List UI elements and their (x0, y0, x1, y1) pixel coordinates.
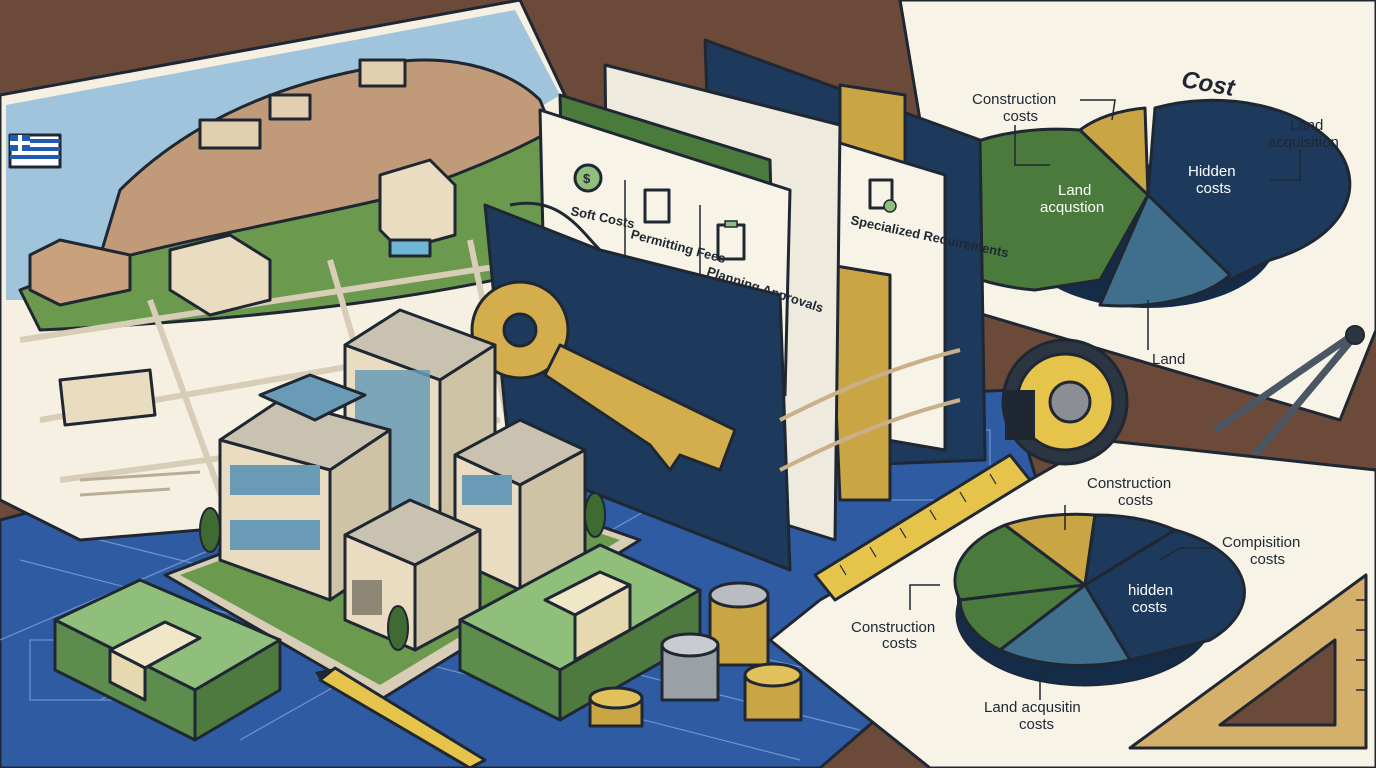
label-b-hidden-1: hidden (1128, 582, 1173, 599)
map-building-temple (28, 238, 157, 427)
svg-text:$: $ (583, 171, 591, 186)
clipboard-icon (716, 220, 746, 261)
pie-chart-bottom (953, 512, 1246, 687)
label-b-land-acq-2: costs (1019, 716, 1054, 733)
coin-stacks (588, 581, 803, 728)
compass-icon (1213, 325, 1365, 458)
money-bag-icon: $ (573, 163, 603, 193)
label-land-acqustion-2: acqustion (1040, 199, 1104, 216)
label-b-construction-top-1: Construction (1087, 475, 1171, 492)
label-hidden-costs-2: costs (1196, 180, 1231, 197)
label-b-construction-top-2: costs (1118, 492, 1153, 509)
label-land-acquisition-2: acquisition (1268, 134, 1339, 151)
label-land-acqustion-1: Land (1058, 182, 1091, 199)
label-b-compisition-1: Compisition (1222, 534, 1300, 551)
building-model (163, 308, 642, 702)
label-b-hidden-2: costs (1132, 599, 1167, 616)
label-hidden-costs-1: Hidden (1188, 163, 1236, 180)
pie-chart-top (903, 98, 1352, 308)
label-land: Land (1152, 351, 1185, 368)
document-icon (868, 178, 897, 213)
label-b-construction-left-1: Construction (851, 619, 935, 636)
greece-flag-icon (8, 133, 62, 169)
label-b-land-acq-1: Land acqusitin (984, 699, 1081, 716)
cash-stack-left (53, 578, 282, 742)
map-building-villa (168, 158, 457, 317)
chart-paper-top: Cost Construction costs Land acquisition… (898, 0, 1376, 422)
label-b-compisition-2: costs (1250, 551, 1285, 568)
set-square-icon (1128, 573, 1368, 750)
document-icon (643, 188, 671, 224)
cash-stack-right (458, 543, 702, 722)
tape-measure-icon (813, 338, 1129, 602)
pencil-icon (315, 666, 487, 768)
label-b-construction-left-2: costs (882, 635, 917, 652)
label-land-acquisition-1: Land (1290, 117, 1323, 134)
label-construction-top: Construction (972, 91, 1056, 108)
label-construction-top-2: costs (1003, 108, 1038, 125)
